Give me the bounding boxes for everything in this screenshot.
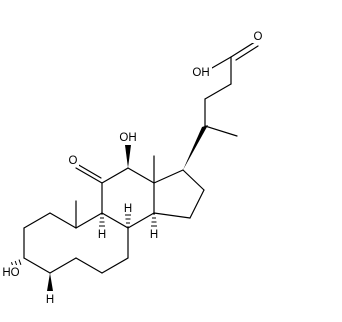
stereo-layer [11,125,208,291]
hash-bond-c9-h [99,213,105,227]
wedge-bond-c5-h [47,273,53,291]
c5-h-label: H [46,294,54,306]
wedge-bond-c17-c20 [183,125,208,170]
acid-hydroxyl-label: OH [192,67,209,79]
wedge-bond-c12-oh [125,145,131,168]
c12-hydroxyl-label: OH [119,132,136,144]
c14-h-label: H [150,229,158,241]
acid-carbonyl-o-label: O [254,31,263,43]
hash-bond-c8-h [125,214,131,228]
label-layer: O OH OH O HO H H H H [0,29,264,306]
ketone-o-label: O [69,155,78,167]
c3-hydroxyl-label: HO [2,267,19,279]
hash-bond-c14-h [151,213,157,227]
c8-h-label: H [124,203,132,215]
bond-layer [23,39,259,274]
c9-h-label: H [98,229,106,241]
